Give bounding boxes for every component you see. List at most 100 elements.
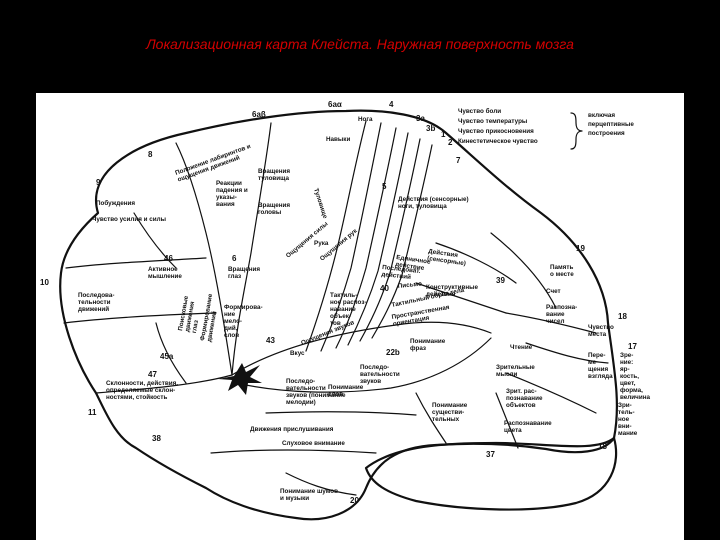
region-label-line: величина [620, 394, 650, 401]
region-label-line: определяемые склон- [106, 387, 175, 394]
area-number: 9 [96, 178, 101, 187]
region-label-line: вательности [360, 371, 400, 378]
region-label-line: Слуховое внимание [282, 440, 345, 447]
region-label-line: Туловище [312, 187, 328, 219]
region-label-line: слов [328, 391, 343, 398]
region-label-line: мышление [148, 273, 182, 280]
region-label-line: и музыки [280, 495, 309, 502]
region-label-line: Конструктивные [426, 284, 479, 291]
region-label-line: Тактиль- [330, 292, 357, 299]
parietal-line-1 [435, 242, 517, 284]
region-label: Навыки [326, 136, 350, 143]
region-label-line: вания [216, 201, 235, 208]
region-label-line: мело- [224, 318, 242, 325]
region-label: Поисковыедвиженияглаз [177, 295, 204, 334]
occipital-line-2 [505, 312, 597, 334]
region-label-line: Движения прислушивания [250, 426, 334, 433]
area-number: 19 [576, 244, 585, 253]
postcentral-line-5 [371, 144, 433, 339]
region-label: Побуждения [96, 199, 135, 207]
region-label-line: Последова- [78, 292, 114, 299]
region-label-line: Счет [546, 288, 561, 295]
region-label-line: цвета [504, 427, 522, 434]
region-label-line: звуков [360, 378, 381, 385]
occipital-line-5 [495, 392, 519, 449]
region-label-line: кость, [620, 373, 639, 380]
frontal-line-5 [133, 212, 177, 269]
frontal-line-2 [65, 257, 207, 269]
area-number: 45а [160, 352, 174, 361]
area-number: 6 [232, 254, 237, 263]
region-label-line: дий, [224, 324, 238, 332]
area-number: 37 [486, 450, 495, 459]
region-label-line: действия [426, 290, 456, 298]
area-number: 20 [350, 496, 359, 505]
area-number: 22b [386, 348, 400, 357]
region-label-line: ностями, стойкость [106, 393, 167, 401]
area-number: 6аβ [252, 110, 266, 119]
cerebellum-outline [364, 436, 618, 511]
region-label-line: Чтение [510, 344, 533, 351]
region-label-line: Зре- [620, 352, 633, 359]
region-label-line: Реакции [216, 180, 242, 187]
region-label-line: Распозна- [546, 304, 577, 311]
region-label-line: Вкус [290, 350, 305, 357]
region-label-line: навание [330, 306, 356, 313]
region-label: Последоват.действий [381, 264, 421, 282]
region-label: Формированиедвижений [199, 293, 221, 343]
area-number: 11 [88, 408, 97, 417]
region-label-line: мысли [496, 371, 518, 378]
region-label-line: Вращения [228, 266, 260, 273]
region-label-line: тельности [78, 299, 111, 306]
region-label-line: указы- [216, 194, 237, 201]
region-label-line: головы [258, 209, 281, 216]
region-label: Действия(сенсорные) [427, 247, 468, 267]
region-label-line: Нога [358, 116, 373, 123]
area-number: 3b [426, 124, 435, 133]
area-number: 1 [441, 130, 446, 139]
temporal-boundary [235, 337, 492, 393]
legend-item: Чувство прикосновения [458, 128, 534, 135]
area-number: 4 [389, 100, 394, 109]
region-label-line: Пере- [588, 352, 605, 359]
region-label-line: мелодии) [286, 399, 316, 406]
region-label-line: Понимание шумов [280, 488, 338, 495]
region-label-line: взгляда [588, 373, 613, 380]
region-label: Счет [546, 288, 561, 295]
area-number: 2 [448, 138, 453, 147]
region-label-line: Вращения [258, 168, 290, 175]
region-label-line: действий [381, 270, 411, 281]
precentral-sulcus [231, 122, 272, 376]
region-label-line: Последо- [286, 378, 315, 385]
region-label: Движения прислушивания [250, 426, 334, 433]
region-label: Зре-ние:яр-кость,цвет,форма,величина [620, 352, 650, 401]
region-label-line: Побуждения [96, 199, 135, 207]
frontal-line-3 [63, 312, 217, 324]
sylvian-fissure [231, 321, 492, 376]
region-label-line: падения и [216, 187, 248, 194]
area-number: 18 [598, 442, 607, 451]
temporal-line-3 [285, 472, 357, 496]
area-number: 3а [416, 114, 425, 123]
region-label-line: Рука [314, 240, 329, 247]
region-label-line: Единичное [396, 254, 432, 266]
region-label: Чтение [510, 344, 533, 351]
region-label-line: Чувство усилия и силы [92, 216, 166, 223]
region-label: Слуховое внимание [282, 440, 345, 447]
area-number: 43 [266, 336, 275, 345]
area-number: 7 [456, 156, 461, 165]
area-number: 40 [380, 284, 389, 293]
region-label-line: звуков (понимание [286, 392, 346, 399]
occipital-line-4 [505, 372, 597, 414]
area-number: 39 [496, 276, 505, 285]
brain-map-diagram: 6аα 4 6аβ 3а 3b 1 2 8 7 9 5 19 46 6 10 3… [40, 100, 650, 521]
